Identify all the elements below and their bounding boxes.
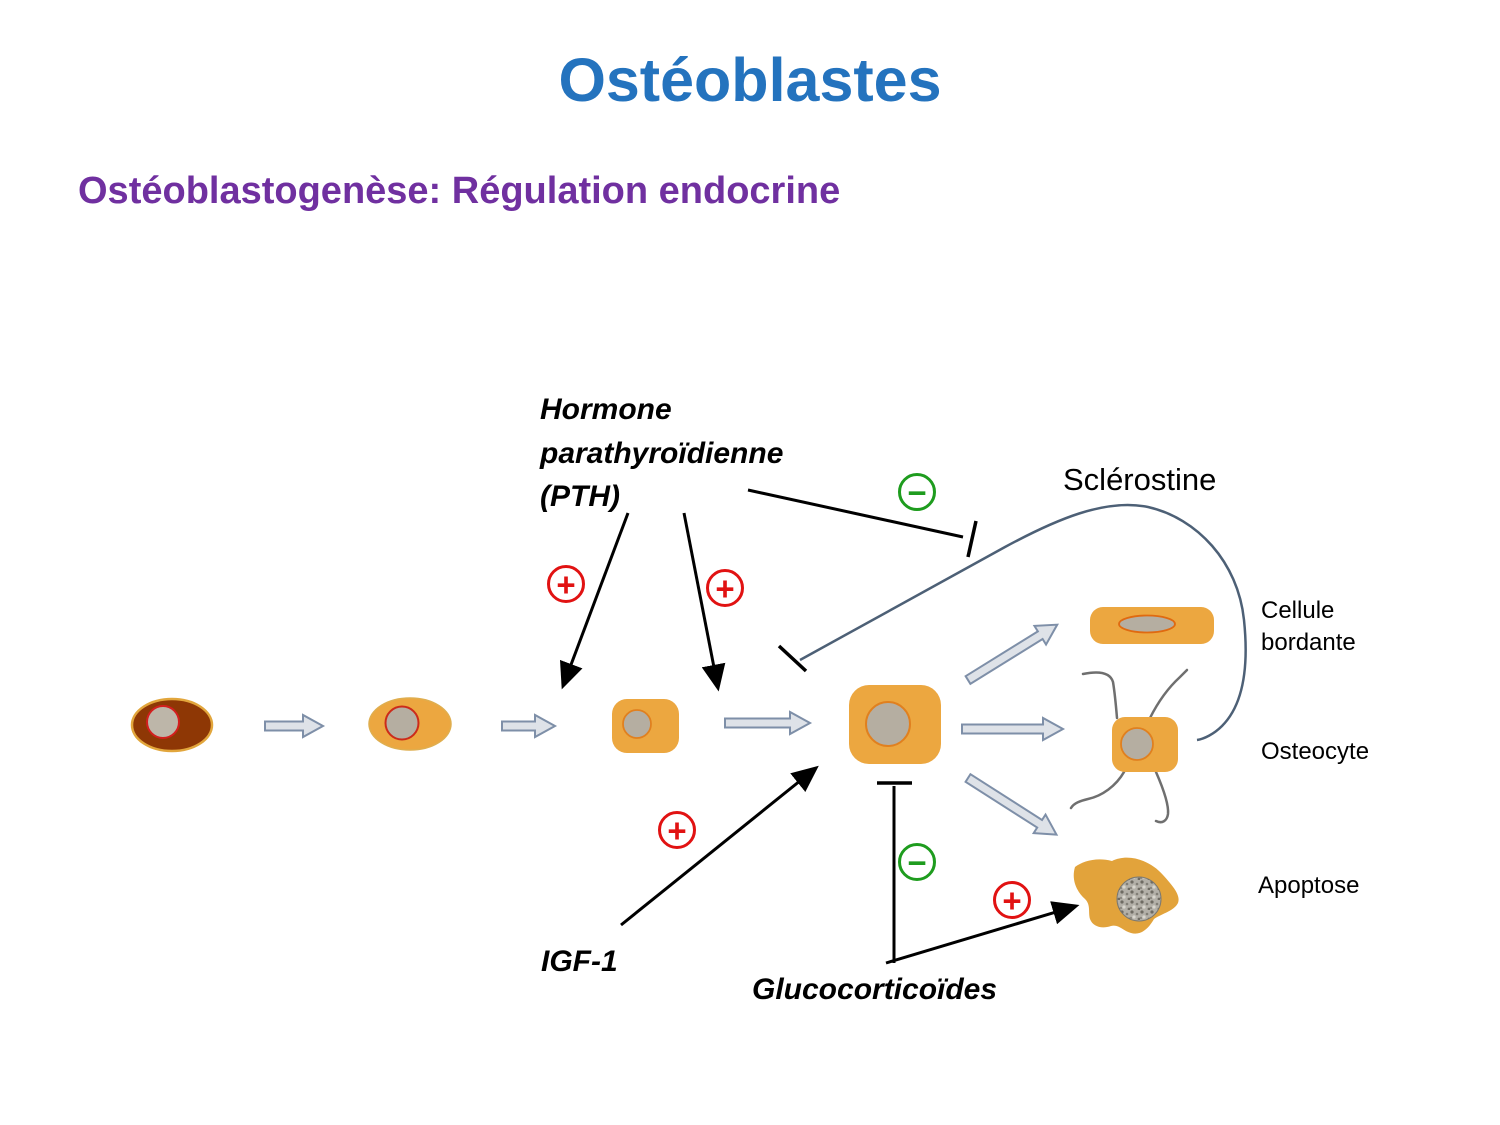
osteoblast-precursor-nucleus: [622, 709, 652, 739]
fate-arrow-apoptosis: [964, 772, 1059, 836]
sclerostine-label: Sclérostine: [1063, 462, 1217, 497]
pth-stimulation-arrow-2: [682, 512, 726, 692]
slide-subtitle: Ostéoblastogenèse: Régulation endocrine: [78, 170, 841, 212]
igf1-label: IGF-1: [541, 945, 618, 978]
sclerostine-inhibition-tbar: [777, 644, 808, 673]
pth-inhibition-tbar: [966, 520, 978, 558]
osteocyte-dendrite-1: [1081, 671, 1119, 720]
plus-sign-apoptosis: +: [993, 881, 1031, 919]
glucocorticoid-label: Glucocorticoïdes: [752, 973, 998, 1006]
lining-cell-nucleus: [1118, 614, 1176, 634]
minus-sign-glucocorticoid: −: [898, 843, 936, 881]
fate-arrow-lining-cell: [964, 623, 1060, 686]
differentiation-arrow-1: [264, 713, 326, 739]
fate-arrow-osteocyte: [961, 716, 1066, 742]
osteocyte-nucleus: [1120, 727, 1154, 761]
osteocyte-cell: [1069, 668, 1189, 824]
sclerostine-feedback-curve: [799, 503, 1247, 742]
differentiation-arrow-3: [724, 710, 813, 736]
osteocyte-label: Osteocyte: [1261, 738, 1370, 765]
progenitor-nucleus: [146, 705, 180, 739]
igf1-stimulation-arrow: [620, 765, 819, 927]
lining-cell: [1090, 607, 1214, 644]
lining-cell-label: Cellule bordante: [1261, 597, 1356, 656]
osteocyte-dendrite-2: [1148, 668, 1189, 720]
pth-stimulation-arrow-1: [559, 512, 630, 690]
preosteoblast-cell: [368, 697, 452, 751]
osteocyte-dendrite-3: [1069, 770, 1126, 810]
plus-sign-pth-1: +: [547, 565, 585, 603]
apoptotic-cell: [1073, 857, 1179, 934]
page-title: Ostéoblastes: [558, 46, 942, 114]
plus-sign-pth-2: +: [706, 569, 744, 607]
pth-inhibition-line: [747, 488, 964, 539]
apoptotic-condensed-nucleus: [1116, 876, 1162, 922]
osteocyte-dendrite-4: [1154, 770, 1170, 824]
pth-label: Hormone parathyroïdienne (PTH): [540, 393, 784, 513]
differentiation-arrow-2: [501, 713, 558, 739]
minus-sign-pth-sclerostine: −: [898, 473, 936, 511]
plus-sign-igf1: +: [658, 811, 696, 849]
progenitor-cell: [130, 697, 214, 753]
osteoblast-precursor-cell: [612, 699, 679, 753]
glucocorticoid-apoptosis-arrow: [885, 901, 1080, 965]
preosteoblast-nucleus: [384, 705, 420, 741]
mature-osteoblast-cell: [849, 685, 941, 764]
mature-osteoblast-nucleus: [865, 701, 911, 747]
apoptosis-label: Apoptose: [1258, 872, 1360, 899]
